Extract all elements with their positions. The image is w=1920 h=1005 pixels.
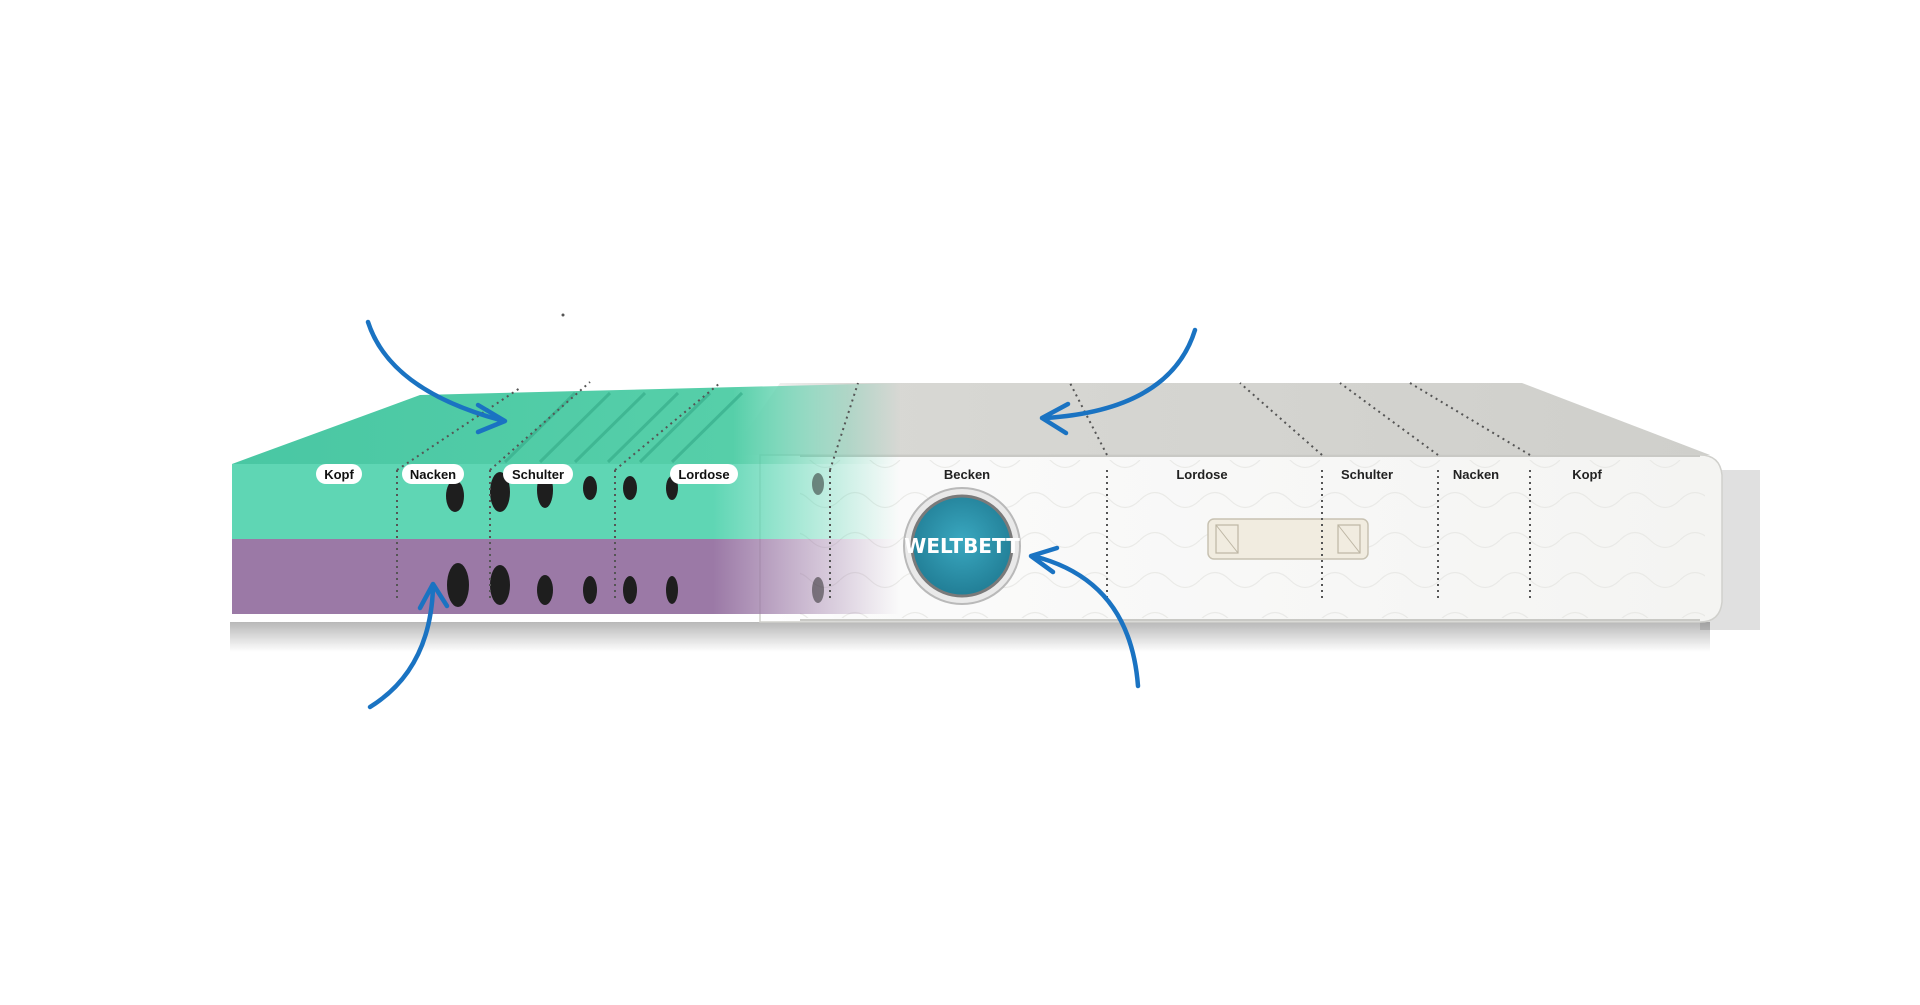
cover-label-schulter: Schulter (1341, 467, 1393, 482)
cover-top-face (730, 383, 1710, 455)
foam-label-nacken-text: Nacken (410, 467, 456, 482)
arrows (365, 319, 1198, 710)
foam-label-nacken: Nacken (402, 464, 464, 484)
arrow-icon-bottom-left (367, 581, 450, 710)
stray-dot (561, 313, 565, 317)
foam-label-kopf: Kopf (316, 464, 362, 484)
cover-label-nacken: Nacken (1453, 467, 1499, 482)
handle-icon (1207, 518, 1369, 560)
foam-top-face (232, 383, 900, 464)
foam-label-schulter: Schulter (503, 464, 573, 484)
arrow-icon-top-left (365, 319, 508, 435)
foam-label-kopf-text: Kopf (324, 467, 354, 482)
foam-label-schulter-text: Schulter (512, 467, 564, 482)
cover-label-kopf: Kopf (1572, 467, 1602, 482)
cover-label-becken: Becken (944, 467, 990, 482)
mattress-shadow (230, 622, 1710, 652)
arrow-icon-bottom-right (1028, 545, 1141, 689)
foam-label-lordose-text: Lordose (678, 467, 729, 482)
foam-label-lordose: Lordose (670, 464, 738, 484)
arrow-icon-top-right (1039, 327, 1198, 436)
foam-bottom-layer (232, 539, 900, 614)
logo-badge: WELTBETT (903, 487, 1021, 605)
foam-top-grooves (503, 391, 744, 464)
zone-dividers (396, 381, 1531, 600)
cover-label-lordose: Lordose (1176, 467, 1227, 482)
logo-text: WELTBETT (904, 534, 1020, 558)
